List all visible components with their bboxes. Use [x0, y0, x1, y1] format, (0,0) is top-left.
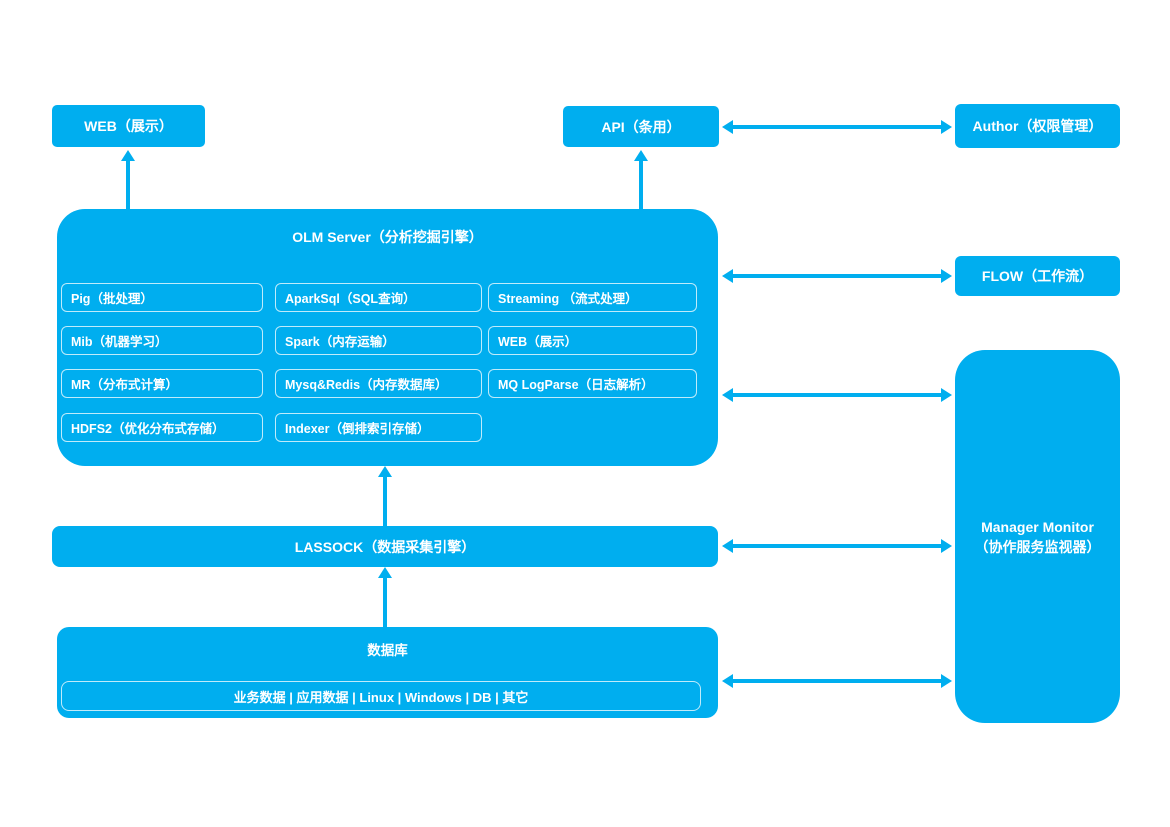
- node-olm-server: OLM Server（分析挖掘引擎） Pig（批处理） AparkSql（SQL…: [57, 209, 718, 466]
- node-author: Author（权限管理）: [955, 104, 1120, 148]
- database-title: 数据库: [367, 643, 408, 658]
- olm-module-indexer: Indexer（倒排索引存储）: [275, 413, 482, 442]
- olm-module-mib: Mib（机器学习）: [61, 326, 263, 355]
- node-api: API（条用）: [563, 106, 719, 147]
- olm-module-mq-logparse: MQ LogParse（日志解析）: [488, 369, 697, 398]
- arrow-olm-to-api: [634, 150, 648, 209]
- arrow-database-manager: [722, 674, 952, 688]
- manager-monitor-label-line2: （协作服务监视器）: [974, 538, 1101, 555]
- arrow-olm-to-web: [121, 150, 135, 209]
- manager-monitor-label-line1: Manager Monitor: [981, 518, 1094, 535]
- olm-module-hdfs2: HDFS2（优化分布式存储）: [61, 413, 263, 442]
- olm-module-spark: Spark（内存运输）: [275, 326, 482, 355]
- node-manager-monitor: Manager Monitor （协作服务监视器）: [955, 350, 1120, 723]
- olm-module-aparksql: AparkSql（SQL查询）: [275, 283, 482, 312]
- node-lassock: LASSOCK（数据采集引擎）: [52, 526, 718, 567]
- arrow-olm-flow: [722, 269, 952, 283]
- node-database: 数据库 业务数据 | 应用数据 | Linux | Windows | DB |…: [57, 627, 718, 718]
- olm-server-title: OLM Server（分析挖掘引擎）: [292, 229, 483, 245]
- olm-module-streaming: Streaming （流式处理）: [488, 283, 697, 312]
- arrow-lassock-manager: [722, 539, 952, 553]
- olm-module-mr: MR（分布式计算）: [61, 369, 263, 398]
- database-sources: 业务数据 | 应用数据 | Linux | Windows | DB | 其它: [61, 681, 701, 711]
- node-web: WEB（展示）: [52, 105, 205, 147]
- arrow-lassock-to-olm: [378, 466, 392, 526]
- olm-module-pig: Pig（批处理）: [61, 283, 263, 312]
- arrow-olm-manager: [722, 388, 952, 402]
- arrow-api-author: [722, 120, 952, 134]
- olm-module-web: WEB（展示）: [488, 326, 697, 355]
- node-flow: FLOW（工作流）: [955, 256, 1120, 296]
- arrow-database-to-lassock: [378, 567, 392, 627]
- olm-module-mysq-redis: Mysq&Redis（内存数据库）: [275, 369, 482, 398]
